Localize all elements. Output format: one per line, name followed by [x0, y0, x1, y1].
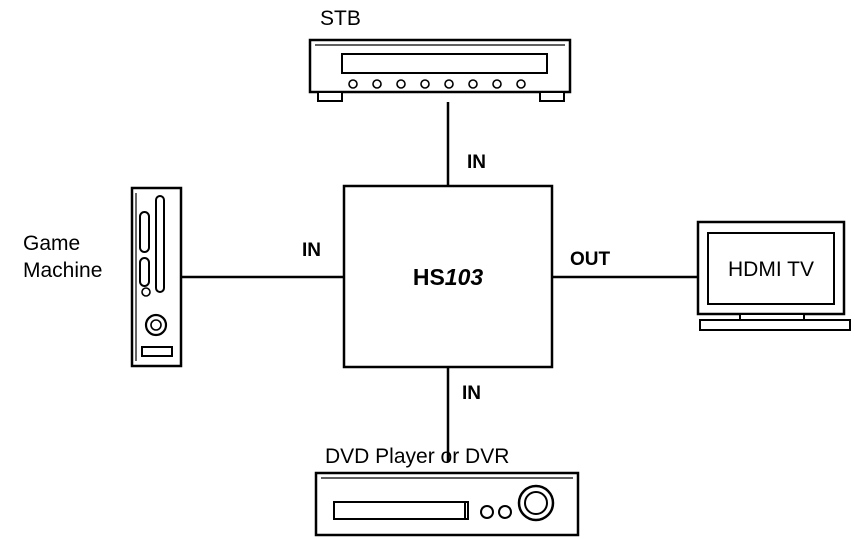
port-label-bottom: IN [462, 383, 481, 404]
tv-icon [696, 220, 851, 331]
hub-label: HS103 [413, 264, 484, 290]
hub-box [342, 184, 554, 369]
dvd-label: DVD Player or DVR [325, 445, 509, 468]
hub-label-prefix: HS [413, 264, 445, 290]
game-label-line1: Game [23, 232, 80, 255]
port-label-right: OUT [570, 249, 611, 270]
stb-label: STB [320, 7, 361, 30]
stb-icon [308, 38, 572, 102]
port-label-top: IN [467, 152, 486, 173]
dvd-player-icon [314, 471, 580, 537]
game-label-line2: Machine [23, 259, 102, 282]
game-machine-icon [130, 186, 183, 368]
tv-label: HDMI TV [728, 258, 814, 281]
hub-label-suffix: 103 [445, 264, 484, 290]
port-label-left: IN [302, 240, 321, 261]
